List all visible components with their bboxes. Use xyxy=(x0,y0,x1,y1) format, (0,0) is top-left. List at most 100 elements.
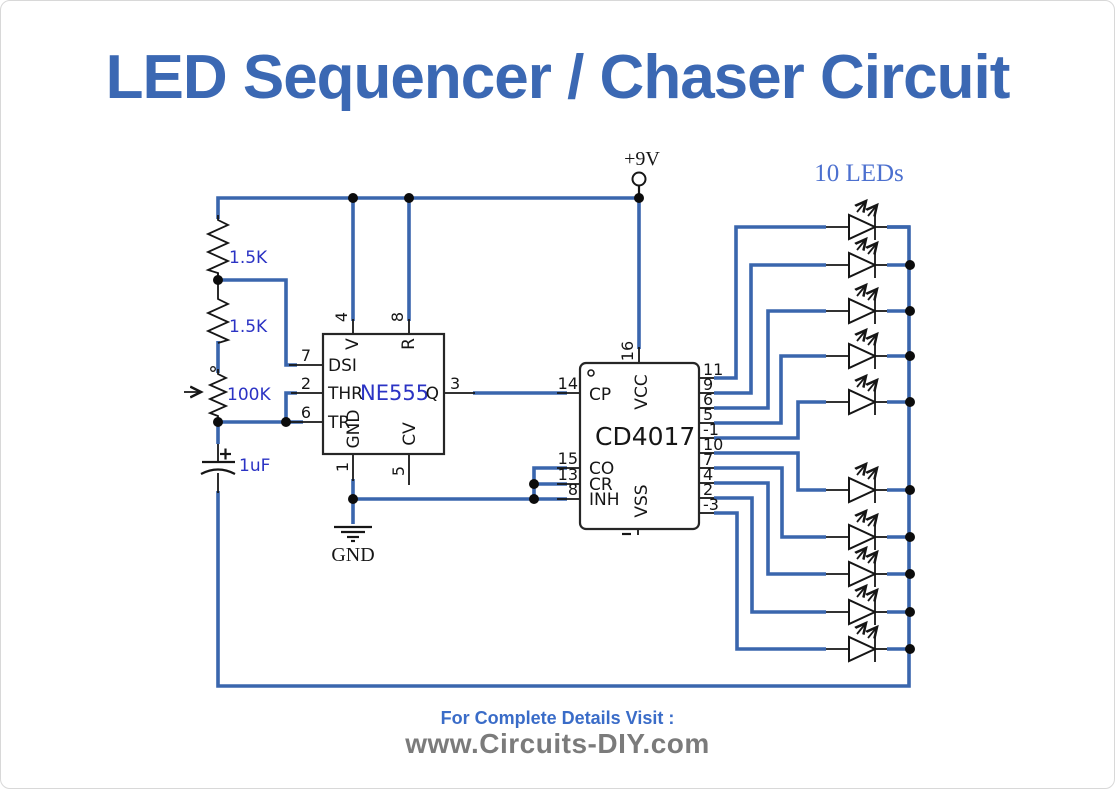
wires-led-routes xyxy=(714,225,910,651)
ne555-pin1-number: 1 xyxy=(333,462,352,472)
led-emission-arrow-icon xyxy=(857,586,866,597)
cd4017-output-pin-number: 7 xyxy=(703,450,713,469)
cd4017-output-pin-number: 11 xyxy=(703,360,723,379)
led-emission-arrow-icon xyxy=(857,511,866,522)
led-triangle-icon xyxy=(848,523,878,551)
cd4017-output-pin-number: 9 xyxy=(703,375,713,394)
potentiometer xyxy=(207,369,229,422)
wire-led-route xyxy=(714,511,826,651)
cd4017-inh-label: INH xyxy=(589,490,620,510)
cd4017-output-pin-number: 4 xyxy=(703,465,713,484)
r2-value: 1.5K xyxy=(229,317,268,337)
led-emission-arrow-icon xyxy=(868,552,877,563)
cd4017-output-pin-number: 5 xyxy=(703,405,713,424)
ne555-gnd-label: GND xyxy=(344,410,364,449)
ne555-v-label: V xyxy=(343,338,363,350)
cd4017-pin14-number: 14 xyxy=(558,374,578,393)
bus-junction-dot xyxy=(905,397,915,407)
led-emission-arrow-icon xyxy=(857,548,866,559)
ne555-pin8-number: 8 xyxy=(388,312,407,322)
led-triangle-icon xyxy=(848,560,878,588)
component-strokes xyxy=(184,185,641,543)
cd4017-pin15-number: 15 xyxy=(558,449,578,468)
ne555-pin5-number: 5 xyxy=(389,466,408,476)
led-emission-arrow-icon xyxy=(868,380,877,391)
led-triangle-icon xyxy=(848,213,878,241)
led-triangle-icon xyxy=(848,635,878,663)
led-emission-arrow-icon xyxy=(868,468,877,479)
page-title: LED Sequencer / Chaser Circuit xyxy=(105,43,1011,112)
led-emission-arrow-icon xyxy=(868,515,877,526)
led-symbols xyxy=(680,201,887,663)
wire-top-rail xyxy=(216,196,639,219)
wire-led-route xyxy=(714,263,826,395)
bus-junction-dot xyxy=(905,351,915,361)
cd4017-ic xyxy=(578,361,701,531)
cd4017-cp-label: CP xyxy=(589,385,611,405)
ne555-ic xyxy=(321,332,446,456)
bus-junction-dot xyxy=(905,532,915,542)
ne555-name: NE555 xyxy=(360,381,429,405)
bus-junction-dot xyxy=(905,485,915,495)
capacitor-plate-bottom xyxy=(200,468,236,475)
pot-value: 100K xyxy=(227,385,271,405)
wire-led-route xyxy=(714,451,826,492)
led-emission-arrow-icon xyxy=(857,239,866,250)
led-emission-arrow-icon xyxy=(868,334,877,345)
led-emission-arrow-icon xyxy=(868,205,877,216)
cd4017-output-pin-number: 6 xyxy=(703,390,713,409)
power-label: +9V xyxy=(624,148,660,170)
potentiometer-terminal-marker xyxy=(210,366,216,372)
led-triangle-icon xyxy=(848,342,878,370)
cd4017-vcc-label: VCC xyxy=(632,374,652,409)
led-emission-arrow-icon xyxy=(868,627,877,638)
ne555-pin7-number: 7 xyxy=(301,346,311,365)
ne555-cv-label: CV xyxy=(400,422,420,446)
r1-value: 1.5K xyxy=(229,248,268,268)
wire-led-route xyxy=(714,496,826,614)
wire-led-route xyxy=(714,466,826,539)
led-triangle-icon xyxy=(848,251,878,279)
wire-led-route xyxy=(714,309,826,410)
bus-junction-dot xyxy=(905,260,915,270)
bus-junction-dot xyxy=(905,569,915,579)
led-emission-arrow-icon xyxy=(868,289,877,300)
cd4017-name: CD4017 xyxy=(595,422,695,451)
cd4017-output-pin-number: -3 xyxy=(703,495,719,514)
ne555-tr-label: TR xyxy=(327,413,350,433)
wire-led-route xyxy=(714,225,826,380)
led-emission-arrow-icon xyxy=(857,201,866,212)
bus-junction-dots xyxy=(905,260,915,654)
led-emission-arrow-icon xyxy=(857,623,866,634)
schematic-labels: +9V 10 LEDs GND 1.5K 1.5K 100K 1uF NE555… xyxy=(227,148,904,566)
footer-website-url: www.Circuits-DIY.com xyxy=(405,728,710,759)
cd4017-pin16-number: 16 xyxy=(618,341,637,361)
cd4017-output-pin-number: 2 xyxy=(703,480,713,499)
led-triangle-icon xyxy=(848,476,878,504)
footer-visit-text: For Complete Details Visit : xyxy=(440,708,675,728)
ne555-r-label: R xyxy=(399,338,419,350)
ne555-pin6-number: 6 xyxy=(301,403,311,422)
led-triangle-icon xyxy=(848,297,878,325)
bus-junction-dot xyxy=(905,607,915,617)
ne555-dsi-label: DSI xyxy=(328,356,357,376)
cd4017-pin1-marker-icon xyxy=(587,369,595,377)
ground-label: GND xyxy=(331,544,374,566)
led-triangle-icon xyxy=(848,388,878,416)
ground-symbol xyxy=(334,525,372,543)
bus-junction-dot xyxy=(905,644,915,654)
ne555-q-label: Q xyxy=(426,384,439,404)
cd4017-pin13-number: 13 xyxy=(558,465,578,484)
ne555-pin4-number: 4 xyxy=(332,312,351,322)
bus-junction-dot xyxy=(905,306,915,316)
cd4017-co-label: CO xyxy=(589,459,614,479)
wire-led-route xyxy=(714,400,826,440)
ne555-thr-label: THR xyxy=(327,384,363,404)
led-emission-arrow-icon xyxy=(857,330,866,341)
cd4017-cr-label: CR xyxy=(589,475,613,495)
led-emission-arrow-icon xyxy=(857,376,866,387)
cap-value: 1uF xyxy=(239,456,270,476)
cd4017-output-pin-number: 10 xyxy=(703,435,723,454)
junction-dots xyxy=(213,193,644,504)
